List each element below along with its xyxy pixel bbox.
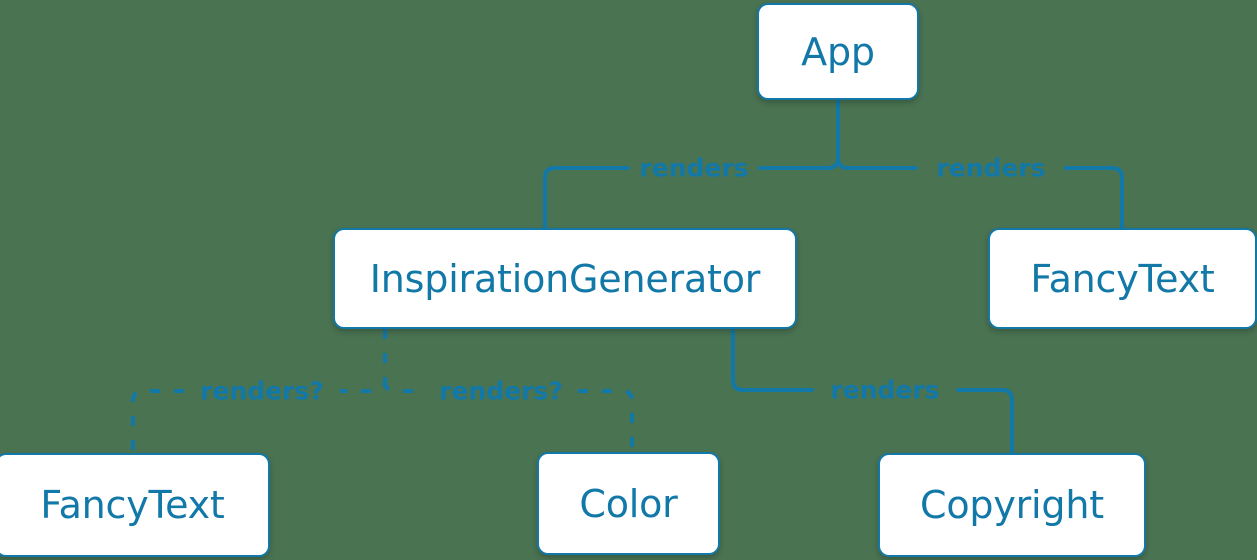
edge-inspiration-color — [383, 380, 634, 452]
node-app-label: App — [801, 29, 875, 74]
node-fancytext-bottom-label: FancyText — [40, 483, 225, 527]
node-fancytext-bottom[interactable]: FancyText — [0, 453, 270, 557]
edge-app-fancytext — [836, 156, 1124, 230]
node-copyright-label: Copyright — [920, 483, 1104, 527]
node-fancytext-top[interactable]: FancyText — [988, 228, 1257, 329]
node-color-label: Color — [579, 481, 678, 526]
node-fancytext-top-label: FancyText — [1030, 256, 1215, 301]
edge-inspiration-copyright — [731, 327, 1014, 455]
node-copyright[interactable]: Copyright — [878, 453, 1146, 557]
edge-label-inspiration-color: renders? — [439, 376, 563, 406]
edge-label-inspiration-copyright: renders — [830, 375, 940, 405]
edge-label-app-fancytext: renders — [936, 153, 1046, 183]
edge-label-app-inspiration: renders — [639, 153, 749, 183]
node-app[interactable]: App — [757, 3, 919, 100]
node-inspiration-generator[interactable]: InspirationGenerator — [333, 228, 797, 329]
node-color[interactable]: Color — [537, 452, 720, 555]
edge-label-inspiration-fancytext: renders? — [200, 376, 324, 406]
node-inspiration-generator-label: InspirationGenerator — [369, 256, 761, 301]
